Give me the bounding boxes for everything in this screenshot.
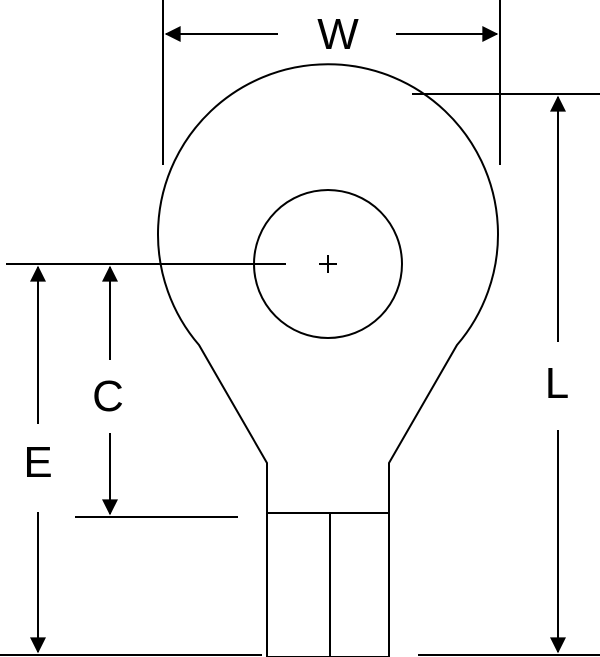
center-to-end-label: E xyxy=(23,438,53,487)
ring-body xyxy=(157,63,499,520)
barrel xyxy=(266,512,390,657)
dimension-lines xyxy=(30,26,566,654)
center-mark xyxy=(319,255,337,273)
terminal-outline xyxy=(157,63,499,657)
length-label: L xyxy=(544,359,570,408)
width-label: W xyxy=(317,10,359,59)
center-to-edge-label: C xyxy=(92,372,124,421)
